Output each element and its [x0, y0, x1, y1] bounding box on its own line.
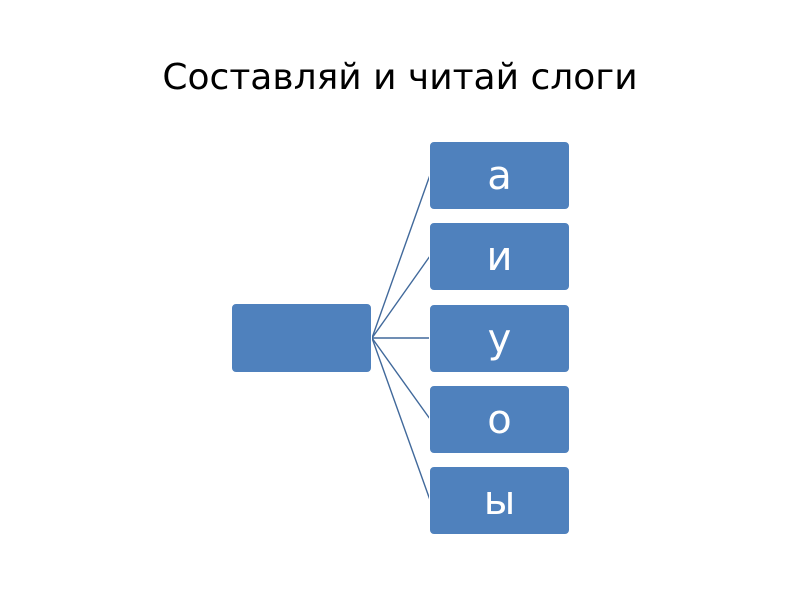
connector-line-o	[371, 337, 431, 420]
connector-line-y	[371, 337, 431, 501]
root-node	[231, 303, 372, 373]
syllable-node-o: о	[429, 385, 570, 454]
slide-title: Составляй и читай слоги	[162, 57, 638, 98]
syllable-node-y: ы	[429, 466, 570, 535]
connector-line-a	[371, 174, 431, 339]
syllable-node-a: а	[429, 141, 570, 210]
connector-line-i	[371, 255, 431, 339]
syllable-node-i: и	[429, 222, 570, 291]
syllable-node-u: у	[429, 304, 570, 373]
